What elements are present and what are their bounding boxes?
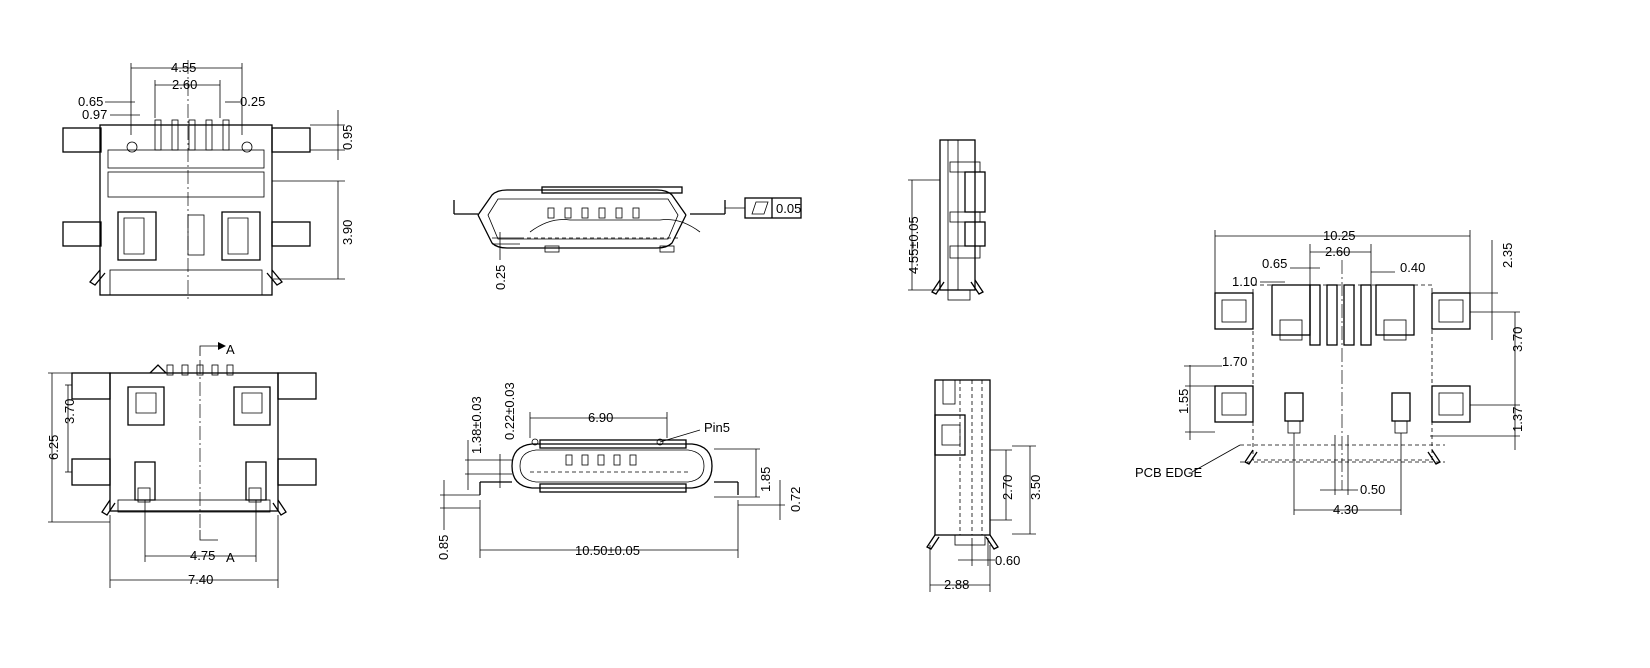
dim-095-top: 0.95 bbox=[340, 125, 355, 150]
dim-025-top: 0.25 bbox=[240, 94, 265, 109]
dim-430: 4.30 bbox=[1333, 502, 1358, 517]
dim-072: 0.72 bbox=[788, 487, 803, 512]
dim-455-top: 4.55 bbox=[171, 60, 196, 75]
dim-288: 2.88 bbox=[944, 577, 969, 592]
dim-370-fp: 3.70 bbox=[1510, 327, 1525, 352]
dim-040: 0.40 bbox=[1400, 260, 1425, 275]
dim-260-fp: 2.60 bbox=[1325, 244, 1350, 259]
dim-065-top: 0.65 bbox=[78, 94, 103, 109]
view-side-top: 4.55±0.05 bbox=[906, 139, 986, 301]
dim-690: 6.90 bbox=[588, 410, 613, 425]
view-top-middle: 0.05 0.25 bbox=[453, 186, 802, 290]
dim-740: 7.40 bbox=[188, 572, 213, 587]
dim-260-top: 2.60 bbox=[172, 77, 197, 92]
dim-060: 0.60 bbox=[995, 553, 1020, 568]
dim-475: 4.75 bbox=[190, 548, 215, 563]
dim-350: 3.50 bbox=[1028, 475, 1043, 500]
view-bottom-left: A A 6.25 3.70 4.75 7.40 bbox=[46, 342, 317, 588]
flatness-value: 0.05 bbox=[776, 201, 801, 216]
dim-085: 0.85 bbox=[436, 535, 451, 560]
view-side-bottom: 2.70 3.50 0.60 2.88 bbox=[926, 379, 1043, 592]
section-a-bottom: A bbox=[226, 550, 235, 565]
dim-022: 0.22±0.03 bbox=[502, 382, 517, 440]
pcb-edge-label: PCB EDGE bbox=[1135, 465, 1203, 480]
dim-155: 1.55 bbox=[1176, 389, 1191, 414]
dim-050: 0.50 bbox=[1360, 482, 1385, 497]
dim-370-bl: 3.70 bbox=[62, 399, 77, 424]
dim-185: 1.85 bbox=[758, 467, 773, 492]
dim-1050: 10.50±0.05 bbox=[575, 543, 640, 558]
dim-625: 6.25 bbox=[46, 435, 61, 460]
dim-137: 1.37 bbox=[1510, 407, 1525, 432]
dim-065-fp: 0.65 bbox=[1262, 256, 1287, 271]
dim-138: 1.38±0.03 bbox=[469, 396, 484, 454]
view-top-left: 4.55 2.60 0.65 0.97 0.25 0.95 3.90 bbox=[62, 60, 355, 300]
view-bottom-middle: 6.90 Pin5 1.38±0.03 0.22±0.03 1.85 0.72 … bbox=[436, 382, 803, 560]
pin5-label: Pin5 bbox=[704, 420, 730, 435]
dim-1025: 10.25 bbox=[1323, 228, 1356, 243]
dim-390-top: 3.90 bbox=[340, 220, 355, 245]
view-footprint: 10.25 2.60 0.65 1.10 0.40 2.35 3.70 1.37… bbox=[1135, 228, 1525, 517]
dim-170: 1.70 bbox=[1222, 354, 1247, 369]
dim-110: 1.10 bbox=[1232, 274, 1257, 289]
dim-455-side: 4.55±0.05 bbox=[906, 216, 921, 274]
dim-270: 2.70 bbox=[1000, 475, 1015, 500]
dim-097-top: 0.97 bbox=[82, 107, 107, 122]
dim-235: 2.35 bbox=[1500, 243, 1515, 268]
dim-025-tm: 0.25 bbox=[493, 265, 508, 290]
section-a-top: A bbox=[226, 342, 235, 357]
